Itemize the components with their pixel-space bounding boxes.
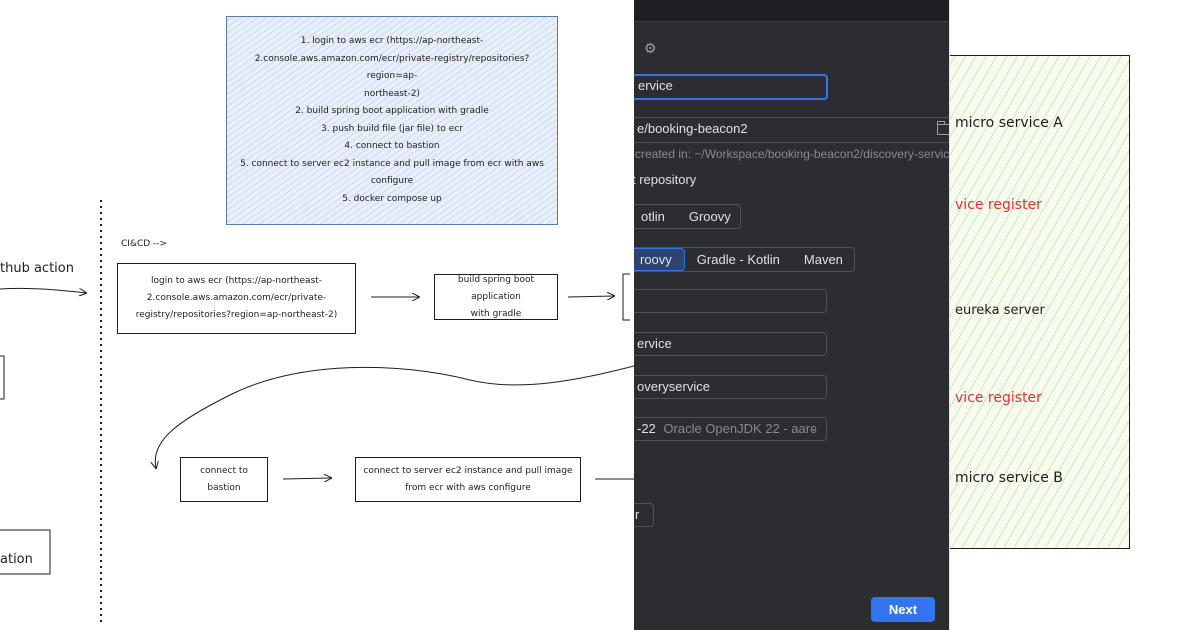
new-project-dialog: ⚙ ervice e/booking-beacon2 created in: ~… — [634, 0, 949, 630]
jdk-detail: Oracle OpenJDK 22 - aarc — [663, 421, 817, 436]
folder-icon[interactable] — [937, 121, 949, 135]
service-register-label: vice register — [955, 390, 1042, 406]
note-line: 5. docker compose up — [342, 193, 442, 204]
note-line: 1. login to aws ecr (https://ap-northeas… — [300, 36, 484, 46]
github-arrow — [0, 287, 86, 293]
dsl-selector: otlin Groovy — [634, 204, 741, 229]
dsl-option-kotlin[interactable]: otlin — [641, 209, 665, 224]
box-line: connect to server ec2 instance and pull … — [363, 465, 573, 476]
jdk-version: -22 — [637, 421, 656, 436]
cicd-label: CI&CD --> — [121, 239, 168, 249]
note-line: configure — [370, 176, 414, 186]
box-line: 2.console.aws.amazon.com/ecr/private- — [146, 293, 327, 303]
build-box: build spring boot application with gradl… — [434, 274, 558, 320]
git-repository-checkbox-label[interactable]: t repository — [634, 172, 697, 187]
whiteboard-panel: 1. login to aws ecr (https://ap-northeas… — [0, 16, 634, 626]
build-option-gradle-groovy[interactable]: roovy — [634, 248, 685, 271]
title-bar — [634, 0, 949, 22]
arrow-bastion-server — [282, 478, 331, 479]
location-hint: created in: ~/Workspace/booking-beacon2/… — [635, 147, 949, 161]
service-registry-sketch: micro service A vice register eureka ser… — [949, 0, 1200, 630]
build-system-selector: roovy Gradle - Kotlin Maven — [634, 247, 855, 272]
note-line: 3. push build file (jar file) to ecr — [321, 123, 463, 134]
build-option-gradle-kotlin[interactable]: Gradle - Kotlin — [696, 252, 780, 267]
sketch-connectors — [0, 200, 634, 626]
steps-note: 1. login to aws ecr (https://ap-northeas… — [226, 16, 558, 225]
eureka-server-label: eureka server — [955, 303, 1045, 318]
box-line: login to aws ecr (https://ap-northeast- — [150, 276, 323, 286]
curve-arrow — [155, 365, 634, 468]
gear-icon[interactable]: ⚙ — [644, 40, 657, 56]
left-partial-box-1 — [0, 355, 5, 400]
service-register-label: vice register — [955, 197, 1042, 213]
chevron-down-icon[interactable]: ⌄ — [810, 423, 819, 434]
box-line: registry/repositories?region=ap-northeas… — [135, 310, 338, 320]
green-hatched-area — [950, 55, 1130, 549]
note-line: 2.console.aws.amazon.com/ecr/private-reg… — [254, 53, 530, 82]
github-action-label: thub action — [0, 261, 74, 276]
name-input[interactable]: ervice — [634, 74, 828, 100]
left-bottom-label: ation — [0, 552, 33, 567]
advanced-button[interactable]: r — [634, 503, 654, 527]
box-line: from ecr with aws configure — [405, 482, 531, 493]
login-ecr-box: login to aws ecr (https://ap-northeast- … — [117, 263, 356, 334]
note-line: 5. connect to server ec2 instance and pu… — [240, 158, 544, 169]
location-input[interactable]: e/booking-beacon2 — [634, 117, 949, 143]
left-partial-box-2 — [0, 529, 51, 575]
group-input[interactable] — [634, 289, 827, 313]
box-line: with gradle — [470, 308, 522, 319]
artifact-input[interactable]: ervice — [634, 332, 827, 356]
package-name-input[interactable]: overyservice — [634, 375, 827, 399]
bastion-box: connect to bastion — [180, 457, 268, 502]
jdk-select[interactable]: -22 Oracle OpenJDK 22 - aarc — [634, 417, 827, 441]
server-box: connect to server ec2 instance and pull … — [355, 457, 581, 502]
micro-service-a-label: micro service A — [955, 115, 1063, 131]
note-line: 4. connect to bastion — [344, 141, 440, 151]
micro-service-b-label: micro service B — [955, 470, 1063, 486]
note-line: 2. build spring boot application with gr… — [295, 106, 489, 116]
next-button[interactable]: Next — [871, 597, 935, 622]
box-line: build spring boot application — [457, 274, 535, 302]
build-option-maven[interactable]: Maven — [803, 252, 843, 267]
note-line: northeast-2) — [364, 88, 420, 99]
arrow-build-next — [567, 296, 614, 297]
dsl-option-groovy[interactable]: Groovy — [688, 209, 731, 224]
partial-box-right — [622, 273, 630, 321]
